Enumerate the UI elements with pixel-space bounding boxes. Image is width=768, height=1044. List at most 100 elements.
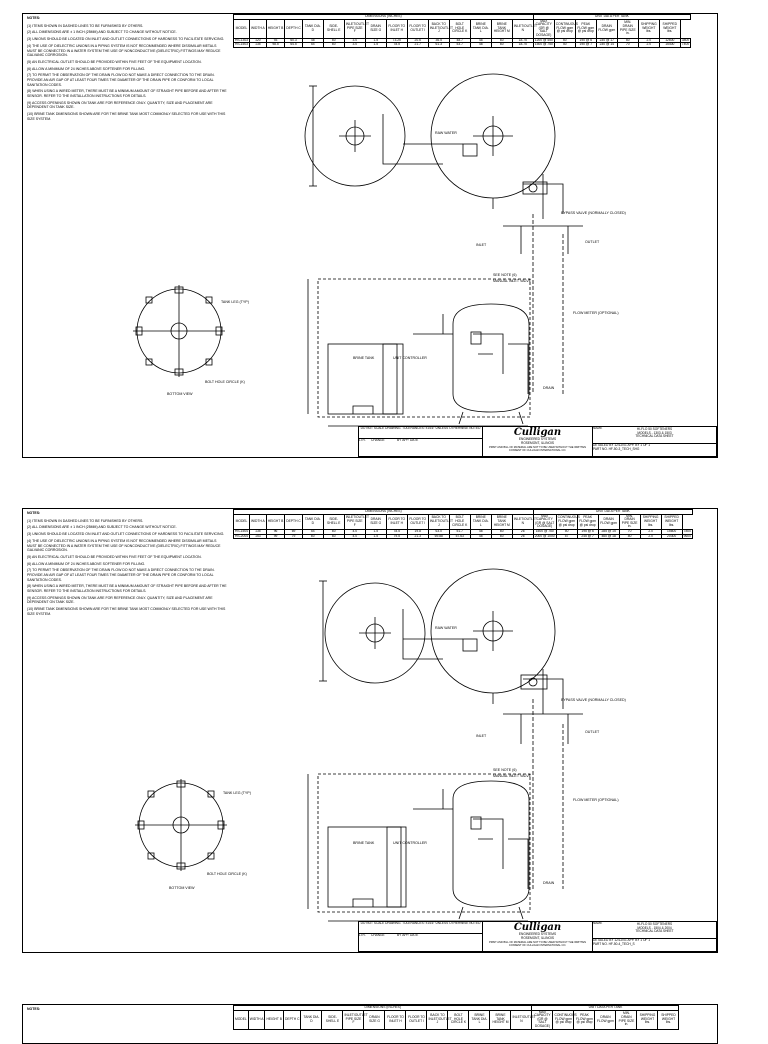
column-header: TANK DIA. D [300, 1009, 323, 1030]
rev-header: App. [402, 934, 410, 937]
disclaimer: PRINT AND BILL OF MATERIAL ARE NOT TO BE… [488, 445, 587, 452]
note-item: (9) ACCESS OPENINGS SHOWN ON TANK ARE FO… [27, 100, 213, 110]
table-cell: 1500 @ 750 [532, 42, 555, 48]
tank-leg-label: TANK LEG (TYP) [223, 791, 251, 795]
inlet-label: INLET [476, 734, 487, 738]
table-cell: 60 [490, 42, 513, 48]
unit-controller-label: UNIT CONTROLLER [393, 356, 427, 360]
table-cell: 60 [490, 533, 513, 540]
drawing-sheet-2: NOTES: (1) ITEMS SHOWN IN DASHED LINES T… [22, 508, 718, 953]
revision-table: Ltr. Change By App. Date [359, 934, 483, 952]
table-cell: 60 [301, 533, 324, 540]
note-item: (9) ACCESS OPENINGS SHOWN ON TANK ARE FO… [27, 595, 213, 605]
detail-date: 12/12/01 [614, 444, 627, 447]
column-header: MIN. DRAIN PIPE SIZE in. [615, 1009, 638, 1030]
table-cell: 2.0 [637, 42, 660, 48]
column-header: MIN. DRAIN PIPE SIZE in. [618, 513, 641, 530]
note-item: (4) THE USE OF DIELECTRIC UNIONS IN A PI… [27, 538, 221, 553]
table-cell: 190 @ 7 [574, 42, 597, 48]
column-header: PEAK FLOW gpm @ psi drop [576, 513, 599, 530]
column-header: DRAIN FLOW gpm [597, 513, 620, 530]
brine-tank-label: BRINE TANK [353, 841, 375, 845]
column-header: INLET/OUTLET PIPE SIZE F [343, 18, 369, 39]
column-header: INLET/OUTLET PIPE SIZE F [342, 1009, 368, 1030]
part-no-label: PART NO. [593, 446, 608, 451]
app-by-label: APP. BY [627, 939, 640, 942]
note-item: (3) UNIONS SHOULD BE LOCATED ON INLET AN… [27, 37, 225, 42]
column-header: WIDTH A [247, 1009, 266, 1030]
drawing-sheet-3-partial: NOTES: DIMENSIONS (INCHES) UNIT DATA PER… [22, 1004, 718, 1044]
notes-block: NOTES: (1) ITEMS SHOWN IN DASHED LINES T… [27, 511, 227, 619]
rev-header: Change [371, 439, 385, 442]
column-header: TANK DIA. D [301, 18, 324, 39]
table-cell: 21.3 [406, 533, 429, 540]
drawing-label: RAW WATER [435, 131, 457, 135]
column-header: BOLT HOLE CIRCLE K [447, 1009, 470, 1030]
brine-tank-label: BRINE TANK [353, 356, 375, 360]
column-header: MAX CAPACITY (GR @ SALT DOSAGE) [532, 513, 557, 530]
unit-controller-label: UNIT CONTROLLER [393, 841, 427, 845]
title-block: DO NOT SCALE DRAWING. TOLERANCES: ±1/16"… [358, 921, 717, 952]
column-header: BRINE TANK DIA. L [469, 18, 492, 39]
rev-header: Date [409, 934, 419, 937]
detail-cell: DETAILED BY 12/12/01 APP. BY 1 OF 1 PART… [593, 444, 717, 457]
column-header: SIDE-SHELL E [321, 1009, 344, 1030]
column-header: DRAIN FLOW gpm [594, 1009, 617, 1030]
column-header: WIDTH A [249, 18, 267, 39]
column-header: SHIPPING WEIGHT lbs. [636, 1009, 659, 1030]
detail-date: 12/12/01 [614, 939, 627, 942]
note-item: (1) ITEMS SHOWN IN DASHED LINES TO BE FU… [27, 23, 144, 28]
part-number: HF-50-4_TECH_S [608, 941, 635, 946]
table-cell: 48 [469, 533, 492, 540]
note-item: (10) BRINE TANK DIMENSIONS SHOWN ARE FOR… [27, 112, 226, 121]
note-item: (6) ALLOW A MINIMUM OF 24 INCHES ABOVE S… [27, 66, 146, 71]
table-cell: 460 @ 18 [597, 533, 620, 540]
table-cell: 26 [511, 533, 534, 540]
title-line: HI-FLO 50 SOFTENERS [636, 427, 673, 431]
bolt-hole-label: BOLT HOLE CIRCLE (K) [205, 380, 245, 384]
note-item: (2) ALL DIMENSIONS ARE ± 1 INCH (25mm) A… [27, 30, 177, 35]
column-header: FLOOR TO OUTLET I [406, 513, 429, 530]
softener-tank-plan [430, 73, 556, 199]
part-number: HF-50-3_TECH_SHG [608, 446, 640, 451]
dimensions-table-partial: DIMENSIONS (INCHES) UNIT DATA PER TANK M… [232, 1005, 680, 1030]
rev-header: Ltr. [359, 934, 366, 937]
drain-label: DRAIN [543, 881, 555, 885]
dimensions-table: DIMENSIONS (INCHES) UNIT DATA PER TANK M… [232, 14, 692, 48]
column-header: INLET/OUTLET PIPE SIZE F [343, 513, 369, 530]
table-cell: 2.0 [639, 533, 662, 540]
outlet-label: OUTLET [585, 240, 600, 244]
title-line: HI-FLO 50 SOFTENERS [636, 922, 673, 926]
name-label: NAME [593, 427, 603, 430]
bypass-label: BYPASS VALVE (NORMALLY CLOSED) [561, 698, 626, 702]
table-cell: 4.0 [343, 533, 366, 540]
column-header: FLOOR TO INLET H [384, 1009, 407, 1030]
title-block: DO NOT SCALE DRAWING. TOLERANCES: ±1/16"… [358, 426, 717, 457]
rev-header: Change [371, 934, 385, 937]
notes-block: NOTES: [27, 1007, 227, 1015]
bypass-label: BYPASS VALVE (NORMALLY CLOSED) [561, 211, 626, 215]
bottom-view-circle [136, 288, 222, 374]
table-cell: 2000 @ 1000 [532, 533, 557, 540]
title-cell: NAME HI-FLO 50 SOFTENERS MODELS - 1303 &… [593, 427, 717, 444]
column-header: CONTINUOUS FLOW gpm @ psi drop [552, 1009, 577, 1030]
app-by-label: APP. BY [627, 444, 640, 447]
drawing-sheet-1: NOTES: (1) ITEMS SHOWN IN DASHED LINES T… [22, 13, 718, 458]
note-item: (3) UNIONS SHOULD BE LOCATED ON INLET AN… [27, 532, 225, 537]
column-header: SHIPPED WEIGHT lbs. [658, 18, 681, 39]
see-note-label: SEE NOTE (6) [493, 273, 517, 277]
notes-heading: NOTES: [27, 1007, 41, 1011]
table-cell: HS-2004 [232, 533, 251, 540]
manual-inlet-label: MANUAL INLET VALVE [493, 279, 532, 283]
softener-tank-elevation [452, 303, 530, 413]
table-cell: 20300 [660, 533, 683, 540]
sheet-number: 1 OF 1 [640, 444, 651, 447]
brand-subtitle: ENGINEERED SYSTEMS [518, 437, 557, 441]
column-header: PEAK FLOW gpm @ psi drop [574, 18, 597, 39]
column-header: BRINE TANK DIA. L [469, 513, 492, 530]
drawing-label: RAW WATER [435, 626, 457, 630]
title-line: MODELS - 1504 & 2004 [637, 925, 672, 930]
